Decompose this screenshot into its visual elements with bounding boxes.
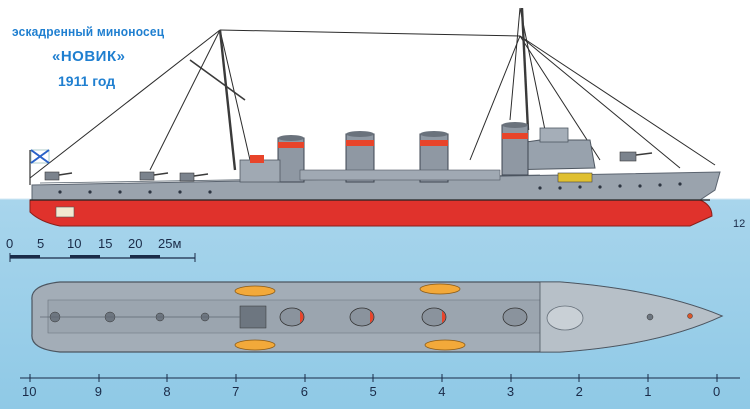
frame-label: 1 (644, 384, 652, 399)
ship-name-title: «НОВИК» (52, 48, 126, 65)
portholes (58, 182, 682, 194)
naval-ensign-icon (29, 149, 50, 185)
plan-funnel-bands (300, 311, 446, 323)
scale-label: 10 (67, 236, 82, 251)
ship-class-title: эскадренный миноносец (12, 24, 165, 39)
funnel-1 (277, 135, 305, 183)
frame-label: 9 (94, 384, 102, 399)
masts (218, 7, 530, 171)
scale-label: 15 (98, 236, 113, 251)
guns (44, 151, 653, 182)
frame-label: 0 (713, 384, 721, 399)
funnel-4 (501, 122, 529, 176)
frame-label: 2 (575, 384, 583, 399)
scale-label: 5 (37, 236, 45, 251)
frame-label: 8 (163, 384, 171, 399)
frame-label: 5 (369, 384, 377, 399)
lifeboat-icon (234, 283, 466, 351)
frame-label: 10 (22, 384, 37, 399)
hull-lower (29, 199, 713, 227)
frame-label: 4 (438, 384, 446, 399)
scale-bar (9, 253, 196, 262)
frame-mark-axis (20, 374, 740, 382)
rigging (29, 7, 716, 179)
scale-label: 0 (6, 236, 14, 251)
ship-year-title: 1911 год (58, 73, 116, 89)
frame-label: 3 (506, 384, 515, 399)
scale-label: 20 (128, 236, 143, 251)
scale-label: 25м (158, 236, 182, 251)
frame-label: 7 (232, 384, 240, 399)
frame-label: 6 (300, 384, 309, 399)
plan-funnels (279, 307, 528, 327)
hull-upper (31, 171, 721, 201)
name-board (557, 172, 593, 183)
plate-number: 12 (733, 218, 746, 230)
